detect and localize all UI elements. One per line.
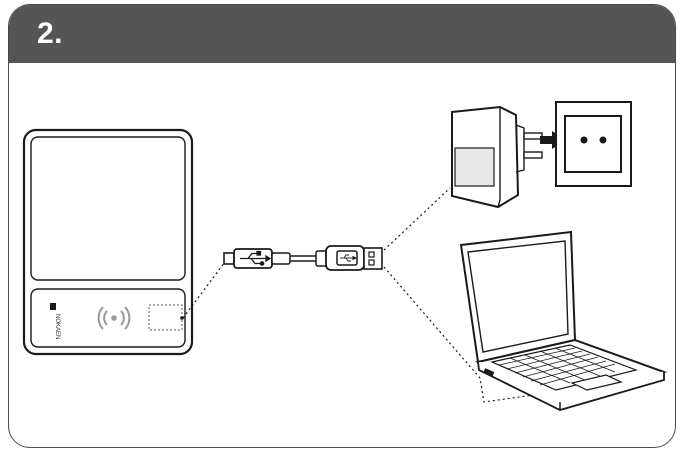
step-number: 2.	[37, 17, 64, 50]
usb-symbol-icon	[340, 254, 358, 262]
power-adapter	[451, 105, 543, 209]
led-indicator	[50, 303, 56, 310]
brand-label: NOKAEN	[54, 314, 60, 339]
wall-outlet	[555, 101, 632, 187]
micro-usb-plug	[223, 252, 235, 265]
wireless-charging-icon	[97, 306, 131, 330]
laptop	[459, 230, 668, 411]
step-header: 2.	[9, 5, 675, 63]
usb-symbol-icon	[240, 250, 272, 266]
usb-cable	[223, 245, 383, 271]
wireless-charger-pad: NOKAEN	[22, 128, 194, 356]
